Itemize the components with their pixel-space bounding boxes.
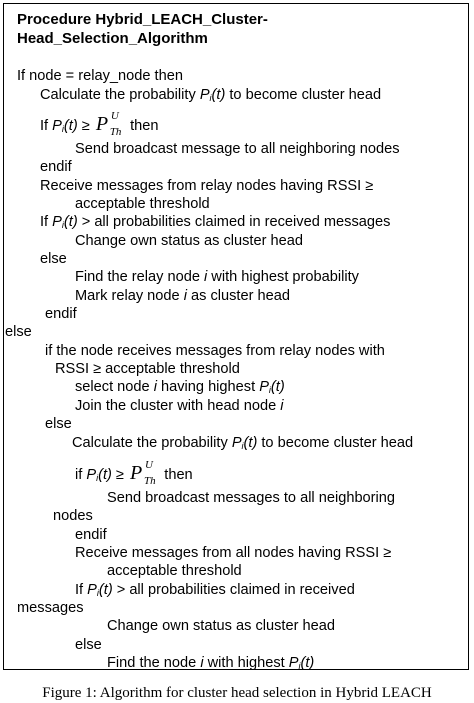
- procedure-title-line1: Procedure Hybrid_LEACH_Cluster-: [17, 11, 268, 28]
- algo-line: Receive messages from relay nodes having…: [40, 178, 374, 194]
- algo-line: acceptable threshold: [107, 563, 242, 579]
- algo-line: Send broadcast messages to all neighbori…: [107, 490, 396, 506]
- algo-line: Find the node i with highest Pi(t): [107, 655, 315, 671]
- algo-line: if the node receives messages from relay…: [45, 343, 385, 359]
- algo-line: else: [5, 324, 32, 340]
- figure-caption: Figure 1: Algorithm for cluster head sel…: [42, 685, 432, 701]
- algo-line: Mark relay node i as cluster head: [75, 288, 290, 304]
- algo-line: acceptable threshold: [75, 196, 210, 212]
- algo-line: RSSI ≥ acceptable threshold: [55, 361, 240, 377]
- algo-line: Change own status as cluster head: [75, 233, 303, 249]
- algo-line: else: [75, 637, 102, 653]
- algo-line: Receive messages from all nodes having R…: [75, 545, 392, 561]
- algo-line: Calculate the probability Pi(t) to becom…: [72, 435, 414, 451]
- algo-line: else: [45, 416, 72, 432]
- algo-line: messages: [17, 600, 84, 616]
- algo-line: endif: [40, 159, 72, 175]
- algo-line: Find the relay node i with highest proba…: [75, 269, 359, 285]
- algo-line: Calculate the probability Pi(t) to becom…: [40, 87, 382, 103]
- procedure-title-line2: Head_Selection_Algorithm: [17, 30, 208, 47]
- algo-line: nodes: [53, 508, 93, 524]
- algo-line: select node i having highest Pi(t): [75, 379, 285, 395]
- algo-line: endif: [45, 306, 77, 322]
- algo-line: If Pi(t) > all probabilities claimed in …: [40, 214, 391, 230]
- algo-line: Join the cluster with head node i: [75, 398, 284, 414]
- algo-line: else: [40, 251, 67, 267]
- algo-line: If Pi(t) > all probabilities claimed in …: [75, 582, 355, 598]
- algorithm-box: [3, 3, 469, 670]
- algo-line: Change own status as cluster head: [107, 618, 335, 634]
- algo-line: If node = relay_node then: [17, 68, 183, 84]
- algo-line: Send broadcast message to all neighborin…: [75, 141, 400, 157]
- algo-line: endif: [75, 527, 107, 543]
